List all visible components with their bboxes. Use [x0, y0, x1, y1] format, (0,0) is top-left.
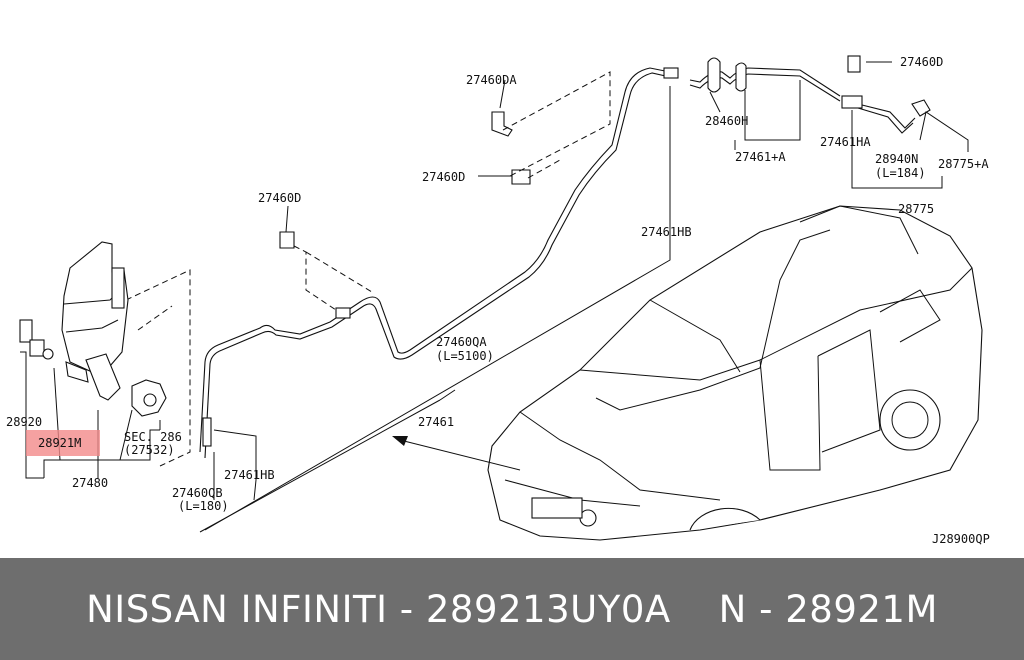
label-27461HB-bot: 27461HB: [224, 468, 275, 482]
label-27460DA: 27460DA: [466, 73, 517, 87]
arrow-head: [392, 436, 408, 446]
label-27460D-left: 27460D: [258, 191, 301, 205]
oem-part-number: 289213UY0A: [425, 587, 671, 631]
label-L5100: (L=5100): [436, 349, 494, 363]
label-sec286: SEC. 286: [124, 430, 182, 444]
joint-27461HA: [841, 95, 863, 109]
label-27460D-mid: 27460D: [422, 170, 465, 184]
nozzle-28775: [911, 99, 931, 117]
hose-joints: [202, 55, 931, 447]
part-labels: 27460DA 27460D 28460H 27461+A 27461HA 28…: [6, 55, 990, 546]
label-28940N: 28940N: [875, 152, 918, 166]
label-27480: 27480: [72, 476, 108, 490]
clip-27460D-mid: [511, 169, 531, 185]
washer-tank-27480: [61, 241, 129, 401]
dashed-guides: [125, 71, 611, 467]
label-28460H: 28460H: [705, 114, 748, 128]
washer-hose-route: [199, 67, 916, 459]
label-27460QA: 27460QA: [436, 335, 487, 349]
label-27460QB: 27460QB: [172, 486, 223, 500]
label-27461HA: 27461HA: [820, 135, 871, 149]
label-28921M: 28921M: [38, 436, 81, 450]
label-27461A: 27461+A: [735, 150, 786, 164]
joint-27461HB: [663, 67, 679, 79]
label-L180: (L=180): [178, 499, 229, 513]
diagram-code: J28900QP: [932, 532, 990, 546]
separator: -: [399, 587, 414, 631]
label-27461HB-top: 27461HB: [641, 225, 692, 239]
vehicle-outline: [487, 205, 983, 541]
label-28775: 28775: [898, 202, 934, 216]
label-27461: 27461: [418, 415, 454, 429]
label-27532: (27532): [124, 443, 175, 457]
motor-sec286: [131, 379, 167, 417]
ref-part-number: 28921M: [785, 587, 938, 631]
label-L184: (L=184): [875, 166, 926, 180]
clip-27460D-left: [279, 231, 295, 249]
label-27460D-top: 27460D: [900, 55, 943, 69]
grommet-28921M: [42, 348, 54, 360]
ref-prefix: N: [718, 587, 747, 631]
label-28920: 28920: [6, 415, 42, 429]
brand-text: NISSAN INFINITI: [86, 587, 388, 631]
part-number-banner: NISSAN INFINITI - 289213UY0A N - 28921M: [0, 558, 1024, 660]
label-28775A: 28775+A: [938, 157, 989, 171]
joint-28460H: [707, 57, 721, 93]
separator-2: -: [759, 587, 773, 631]
parts-diagram: 27460DA 27460D 28460H 27461+A 27461HA 28…: [6, 55, 990, 546]
joint-27460QB: [202, 417, 212, 447]
highlight-28921M: [26, 430, 100, 456]
pump-28920: [19, 319, 54, 360]
leader-lines: [20, 61, 969, 533]
clip-27460D-top: [847, 55, 861, 73]
clip-27460DA: [491, 111, 513, 137]
